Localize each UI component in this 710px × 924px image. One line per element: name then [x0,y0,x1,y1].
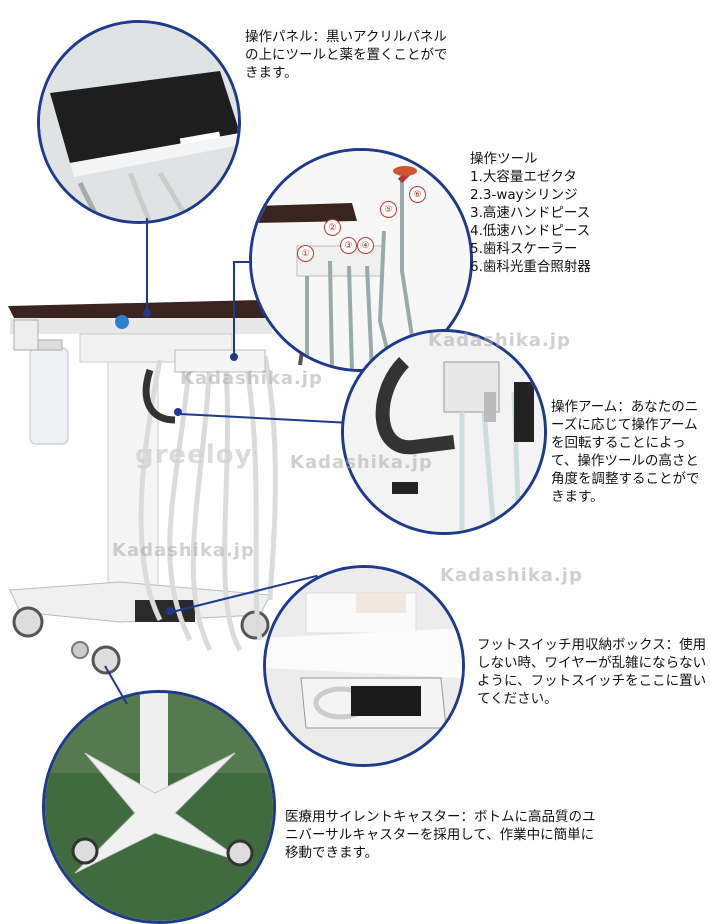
tools-item-3: 3.高速ハンドピース [470,205,591,221]
panel-leader-dot [143,309,151,317]
caster-detail-image [45,693,273,921]
footswitch-detail-circle [263,565,465,767]
tool-number-6: ⑥ [409,186,426,203]
watermark: Kadashika.jp [290,452,433,473]
tool-number-5: ⑤ [380,201,397,218]
panel-detail-circle [37,20,241,224]
arm-detail-image [344,332,544,532]
tool-number-2: ② [324,219,341,236]
tool-number-4: ④ [357,237,374,254]
caster-detail-circle [42,690,276,924]
footswitch-detail-image [266,568,462,764]
watermark: greeloy [135,440,253,470]
tools-callout-title: 操作ツール [470,151,538,167]
watermark: Kadashika.jp [180,368,323,389]
footswitch-callout-text: フットスイッチ用収納ボックス：使用しない時、ワイヤーが乱雑にならないように、フッ… [477,637,707,707]
panel-callout-text: 操作パネル：黒いアクリルパネルの上にツールと薬を置くことができます。 [245,29,448,81]
watermark: Kadashika.jp [428,330,571,351]
tools-leader-line-h [234,261,252,263]
tools-leader-line-v [233,261,235,355]
arm-callout-text: 操作アーム：あなたのニーズに応じて操作アームを回転することによって、操作ツールの… [551,399,700,505]
caster-callout-text: 医療用サイレントキャスター：ボトムに高品質のユニバーサルキャスターを採用して、作… [285,809,596,861]
tools-item-1: 1.大容量エゼクタ [470,169,577,185]
panel-leader-line [146,218,148,313]
arm-detail-circle [341,329,547,535]
tools-item-6: 6.歯科光重合照射器 [470,259,591,275]
tools-item-4: 4.低速ハンドピース [470,223,591,239]
watermark: Kadashika.jp [440,565,583,586]
tools-callout: 操作ツール 1.大容量エゼクタ 2.3-wayシリンジ 3.高速ハンドピース 4… [470,150,670,276]
tools-leader-dot [230,353,238,361]
panel-detail-image [40,23,238,221]
footswitch-leader-dot [166,607,174,615]
tool-number-3: ③ [340,237,357,254]
arm-leader-dot [174,408,182,416]
tools-item-5: 5.歯科スケーラー [470,241,578,257]
tools-item-2: 2.3-wayシリンジ [470,187,578,203]
tool-number-1: ① [297,245,314,262]
watermark: Kadashika.jp [112,540,255,561]
